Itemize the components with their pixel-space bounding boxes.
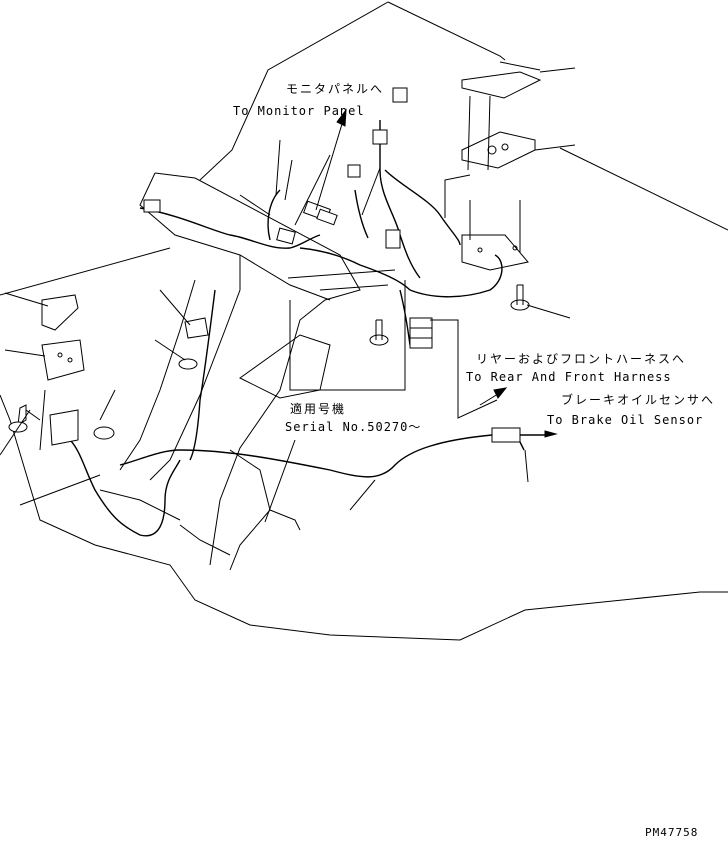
brake-sensor-label-en: To Brake Oil Sensor [547, 413, 704, 427]
serial-label-en: Serial No.50270～ [285, 420, 422, 434]
frame-outline [0, 1, 728, 641]
connectors [143, 87, 521, 443]
bracket-plates [461, 61, 542, 271]
console-column [99, 172, 361, 571]
monitor-label-en: To Monitor Panel [233, 104, 365, 118]
clamps-bolts [8, 284, 530, 446]
leader-lines [0, 67, 576, 523]
monitor-label-jp: モニタパネルへ [286, 82, 385, 96]
rear-front-harness-label-jp: リヤーおよびフロントハーネスへ [476, 352, 687, 366]
harness-wires [69, 120, 545, 537]
serial-label-jp: 適用号機 [290, 402, 347, 416]
brake-sensor-label-jp: ブレーキオイルセンサへ [561, 393, 716, 407]
rear-front-harness-label-en: To Rear And Front Harness [466, 370, 672, 384]
drawing-number: PM47758 [645, 826, 699, 839]
arrows [315, 108, 558, 438]
